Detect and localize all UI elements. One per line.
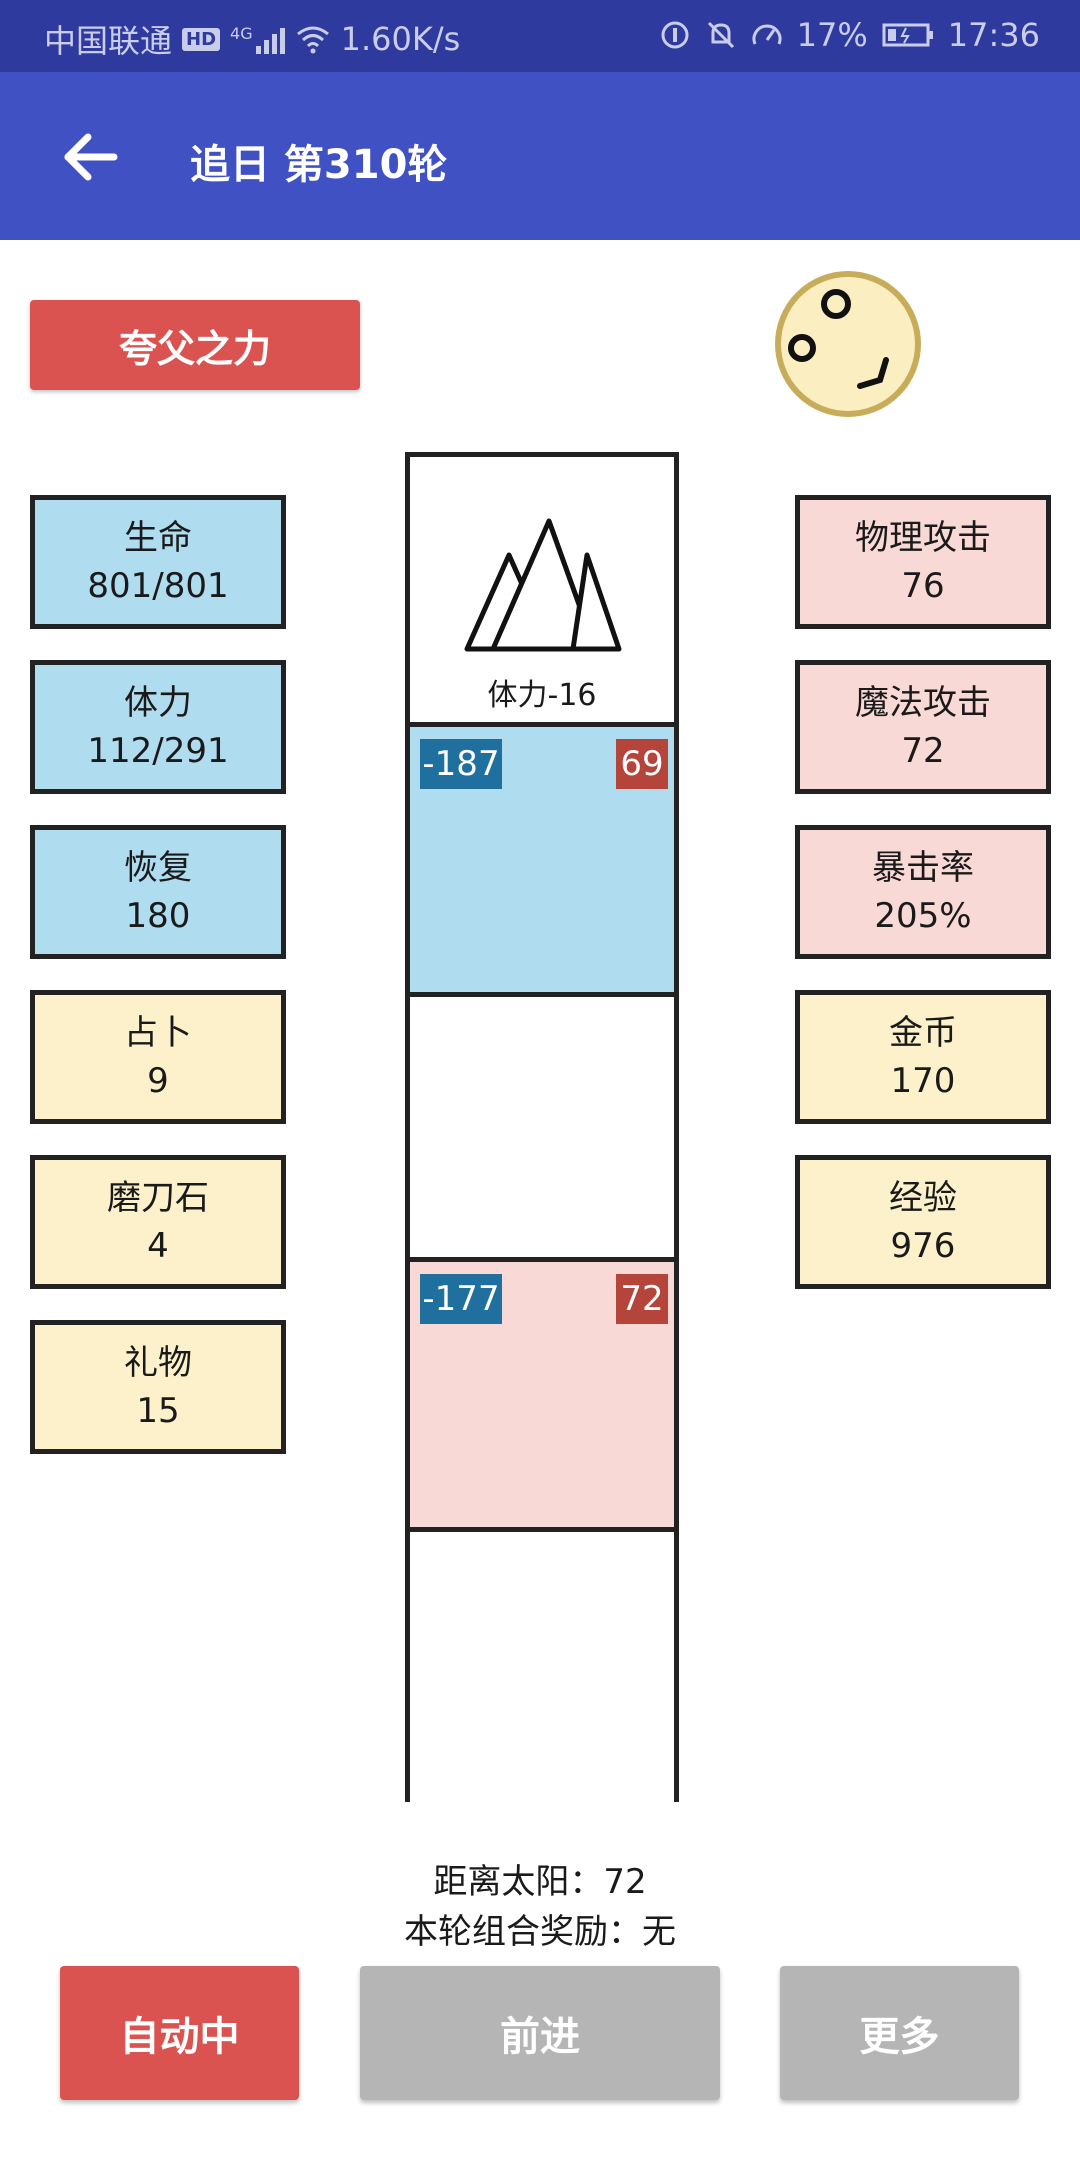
- app-bar: 追日 第310轮: [0, 72, 1080, 240]
- track-cell-mountain[interactable]: 体力-16: [410, 457, 674, 722]
- cell-right-tag: 72: [616, 1274, 668, 1324]
- stat-value: 170: [890, 1061, 956, 1101]
- stat-value: 15: [136, 1391, 180, 1431]
- stat-label: 体力: [124, 683, 192, 723]
- speedometer-icon: [752, 24, 782, 45]
- cell-left-tag: -187: [420, 739, 502, 789]
- network-type-label: 4G: [230, 24, 253, 43]
- mountain-effect-label: 体力-16: [487, 678, 597, 713]
- distance-to-sun: 距离太阳：72: [433, 1862, 647, 1902]
- stat-value: 112/291: [87, 731, 229, 771]
- back-arrow-icon[interactable]: [60, 132, 120, 182]
- wifi-icon: [296, 26, 329, 54]
- forward-button[interactable]: 前进: [360, 1966, 720, 2100]
- auto-button[interactable]: 自动中: [60, 1966, 299, 2100]
- stat-label: 礼物: [124, 1343, 192, 1383]
- stat-value: 976: [890, 1226, 956, 1266]
- stat-value: 9: [147, 1061, 169, 1101]
- stat-value: 72: [901, 731, 945, 771]
- stat-whetstone: 磨刀石 4: [30, 1155, 286, 1289]
- stat-divination: 占卜 9: [30, 990, 286, 1124]
- track-cell-enemy-blue[interactable]: -187 69: [410, 722, 674, 992]
- stat-value: 180: [125, 896, 191, 936]
- hd-badge: HD: [182, 27, 221, 51]
- clock-time: 17:36: [947, 16, 1040, 54]
- battery-icon: [882, 23, 933, 47]
- stat-value: 205%: [874, 896, 972, 936]
- stat-label: 占卜: [124, 1013, 192, 1053]
- stat-label: 物理攻击: [855, 518, 991, 558]
- track-cell-enemy-pink[interactable]: -177 72: [410, 1257, 674, 1527]
- stat-hp: 生命 801/801: [30, 495, 286, 629]
- stat-gold: 金币 170: [795, 990, 1051, 1124]
- status-right: 17% 17:36: [659, 16, 1040, 54]
- cell-left-tag: -177: [420, 1274, 502, 1324]
- network-speed: 1.60K/s: [340, 20, 461, 58]
- stat-label: 恢复: [124, 848, 192, 888]
- stat-label: 暴击率: [872, 848, 974, 888]
- more-button[interactable]: 更多: [780, 1966, 1019, 2100]
- mountain-icon: [464, 518, 622, 652]
- sync-icon: [661, 21, 689, 49]
- stat-label: 生命: [124, 518, 192, 558]
- battery-percent: 17%: [796, 16, 868, 54]
- stat-label: 经验: [889, 1178, 957, 1218]
- track-cell-empty[interactable]: [410, 992, 674, 1262]
- path-track: 体力-16 -187 69 -177 72: [405, 452, 679, 1802]
- status-bar: 中国联通 HD 4G 1.60K/s 17%: [0, 0, 1080, 72]
- stat-value: 76: [901, 566, 945, 606]
- stat-recovery: 恢复 180: [30, 825, 286, 959]
- signal-icon: 4G: [230, 24, 285, 54]
- track-cell-empty[interactable]: [410, 1527, 674, 1802]
- stat-value: 801/801: [87, 566, 229, 606]
- page-title: 追日 第310轮: [190, 142, 448, 188]
- cell-right-tag: 69: [616, 739, 668, 789]
- stat-gift: 礼物 15: [30, 1320, 286, 1454]
- status-left: 中国联通 HD 4G 1.60K/s: [44, 16, 460, 62]
- stat-crit-rate: 暴击率 205%: [795, 825, 1051, 959]
- carrier-name: 中国联通: [44, 22, 173, 60]
- stat-physical-attack: 物理攻击 76: [795, 495, 1051, 629]
- stat-label: 磨刀石: [107, 1178, 209, 1218]
- stat-stamina: 体力 112/291: [30, 660, 286, 794]
- stat-experience: 经验 976: [795, 1155, 1051, 1289]
- round-combo-reward: 本轮组合奖励：无: [404, 1912, 676, 1952]
- mute-bell-icon: [707, 21, 734, 49]
- kuafu-power-button[interactable]: 夸父之力: [30, 300, 360, 390]
- stat-label: 魔法攻击: [855, 683, 991, 723]
- stat-label: 金币: [889, 1013, 957, 1053]
- stat-value: 4: [147, 1226, 169, 1266]
- stat-magic-attack: 魔法攻击 72: [795, 660, 1051, 794]
- smiley-face-icon: [775, 271, 921, 417]
